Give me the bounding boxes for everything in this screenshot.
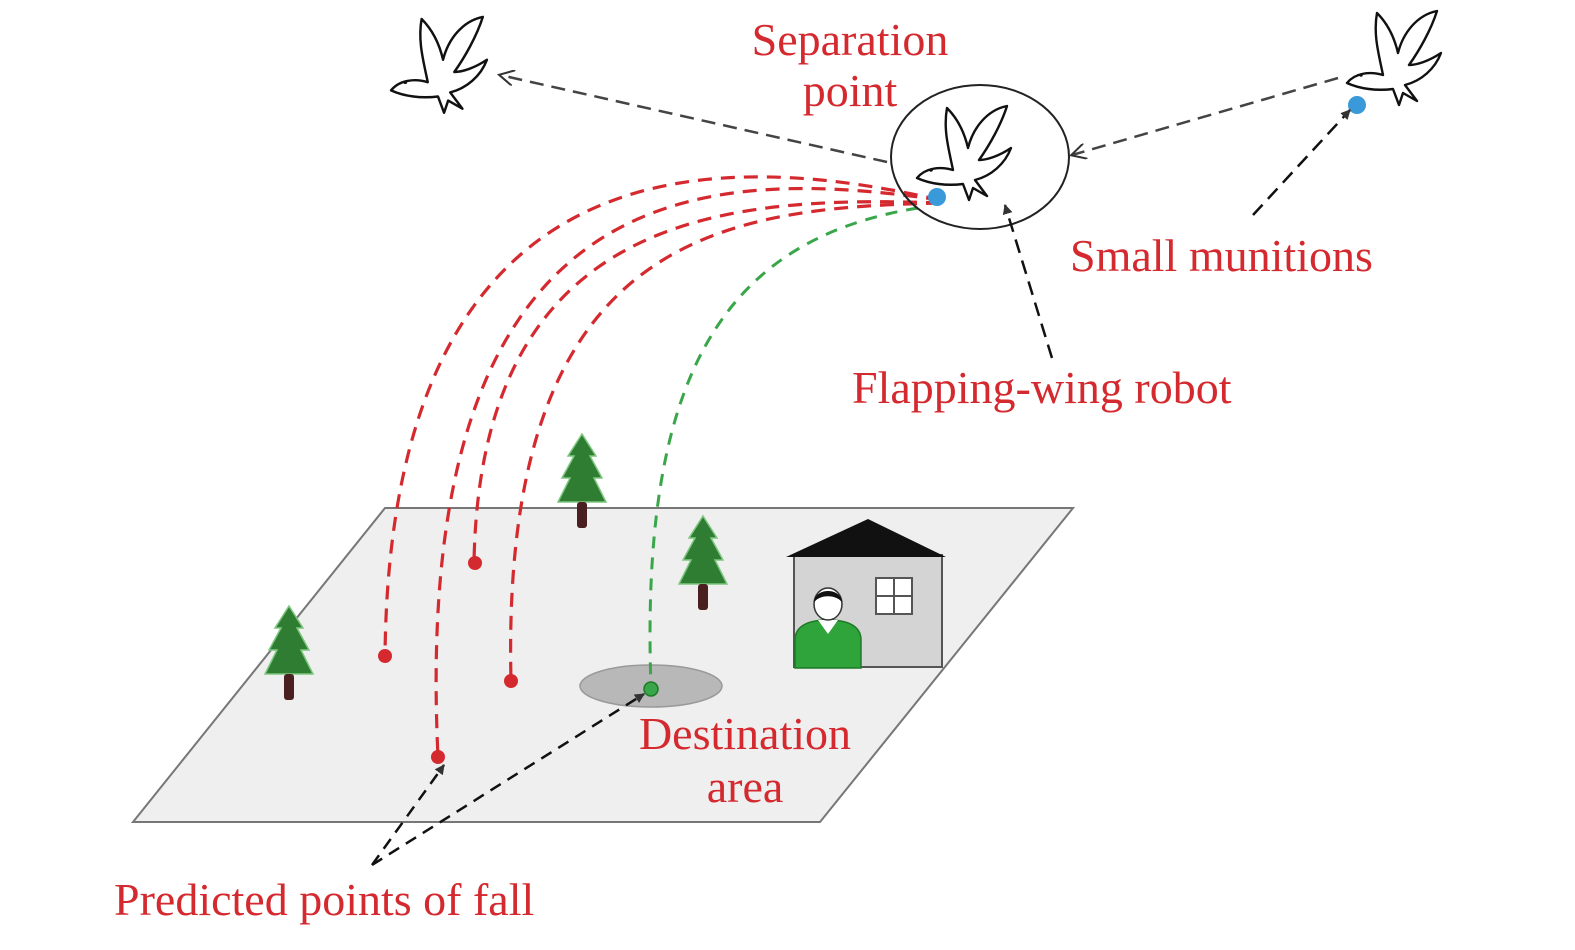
fall-point [431, 750, 445, 764]
red-trajectory [509, 201, 941, 682]
bird-icon [1345, 9, 1443, 107]
munitions-pointer-arrow [1252, 109, 1351, 216]
robot-pointer-arrow [1002, 204, 1054, 359]
fall-pointer-arrow [371, 692, 645, 867]
flapping-wing-robot-label: Flapping-wing robot [852, 362, 1232, 413]
destination-area-label-line2: area [706, 761, 784, 813]
red-trajectory [472, 200, 941, 564]
small-munitions-label: Small munitions [1070, 230, 1373, 281]
separation-point-label-line2: point [802, 65, 898, 117]
bird-icon [389, 15, 489, 115]
red-trajectory [434, 186, 941, 758]
fall-point [504, 674, 518, 688]
munition-dot [1348, 96, 1366, 114]
destination-area-label: Destination area [620, 706, 870, 814]
bird-icon [915, 104, 1013, 202]
person-icon [794, 587, 862, 669]
separation-point-label-line1: Separation [751, 14, 949, 65]
green-trajectory [648, 206, 919, 689]
predicted-points-label: Predicted points of fall [114, 874, 535, 925]
red-trajectory [383, 175, 941, 657]
flight-path-arrow [1072, 76, 1339, 155]
fall-pointer-arrow [370, 764, 446, 866]
fall-point [468, 556, 482, 570]
munition-dot [928, 188, 946, 206]
predicted-trajectories [383, 175, 941, 758]
separation-point-label: Separation point [730, 12, 970, 118]
destination-area-label-line1: Destination [638, 708, 852, 759]
fall-point [378, 649, 392, 663]
destination-fall-point [643, 681, 659, 697]
flight-path-arrow [500, 75, 888, 164]
